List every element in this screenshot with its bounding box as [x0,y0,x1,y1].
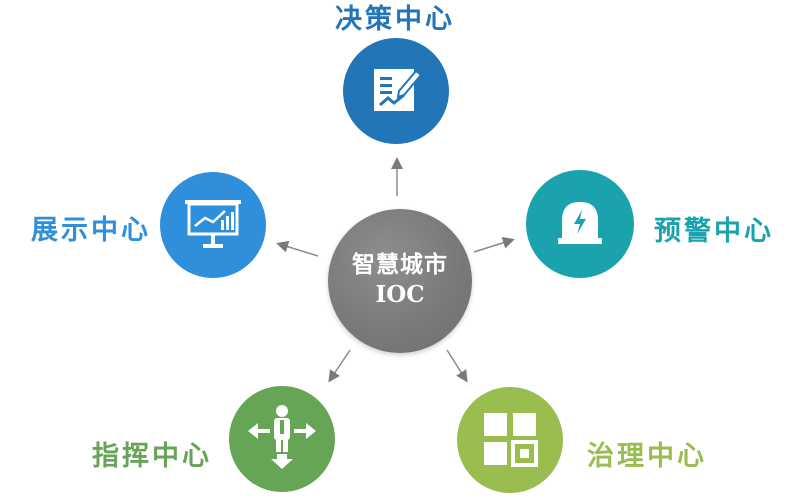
arrow-to-govern [446,349,468,383]
govern-node [457,387,563,493]
decision-label: 决策中心 [335,4,455,35]
center-node: 智慧城市 IOC [328,209,472,353]
warning-node [526,170,634,278]
arrow-to-display [276,240,319,257]
govern-label: 治理中心 [587,441,707,472]
display-label: 展示中心 [31,215,151,246]
grid-squares-icon [484,413,538,467]
center-title: 智慧城市 [352,252,448,279]
arrow-to-command [328,349,351,383]
center-subtitle: IOC [375,280,425,308]
person-arrows-icon [248,405,316,469]
display-node [160,172,266,278]
command-node [229,386,335,492]
edit-document-icon [374,69,423,111]
warning-label: 预警中心 [654,216,774,247]
decision-node [343,38,449,144]
alarm-lamp-icon [558,202,602,244]
arrow-to-warning [473,236,515,253]
presentation-board-icon [185,200,241,248]
command-label: 指挥中心 [92,441,212,472]
